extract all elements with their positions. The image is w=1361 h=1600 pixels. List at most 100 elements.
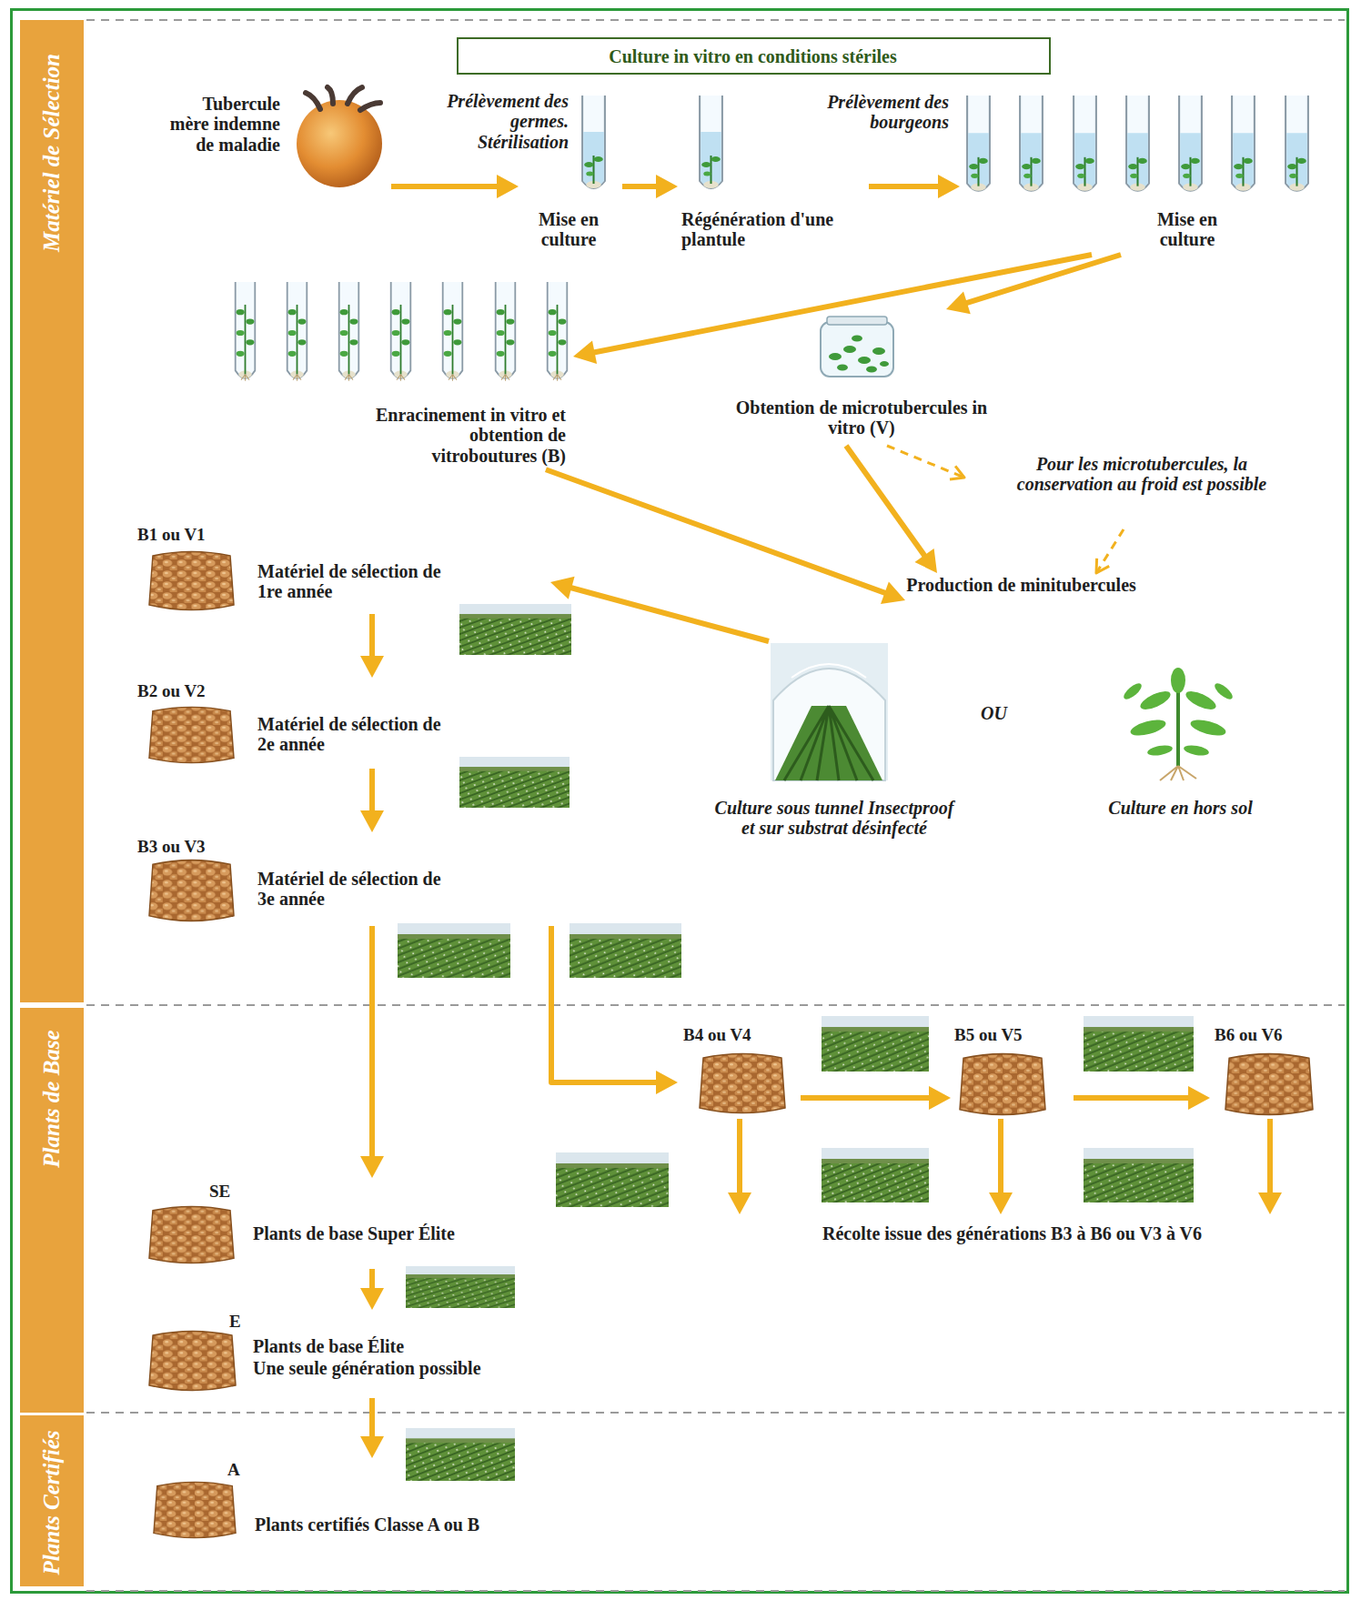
arrowhead <box>1258 1192 1282 1215</box>
dashed-arrow <box>887 445 965 480</box>
arrowhead <box>573 341 597 365</box>
seed-tuber-part <box>296 100 383 188</box>
arrowhead <box>949 465 965 480</box>
tunnel-greenhouse-part <box>775 705 883 781</box>
arrowhead <box>1096 558 1109 574</box>
node-label: Production de minitubercules <box>905 574 1138 595</box>
note-node: Pour les microtubercules, la conservatio… <box>964 452 1320 530</box>
connector-line <box>1267 1119 1273 1198</box>
soilless-plant-part <box>1121 667 1236 757</box>
potato-sack-part <box>959 1054 1046 1116</box>
connector-line <box>800 1095 934 1101</box>
section-divider-part <box>86 1004 1345 1007</box>
test-tube-part <box>967 95 990 192</box>
field-photo-part <box>405 1266 515 1309</box>
node-label: Obtention de microtubercules in vitro (V… <box>734 397 989 439</box>
node-label: Plants certifiés Classe A ou B <box>254 1514 637 1535</box>
rooting-tube-part <box>287 282 308 382</box>
generation-node: B3 ou V3Matériel de sélection de 3e anné… <box>136 832 565 927</box>
rooting-tube-part <box>495 282 516 382</box>
band-title: Plants Certifiés <box>39 1430 65 1575</box>
culture-jar-part-part <box>857 356 871 364</box>
node-label: Enracinement in vitro et obtention de vi… <box>370 404 566 466</box>
node-label: Plants de base Super Élite <box>252 1223 581 1244</box>
flow-arrow <box>1073 1086 1210 1110</box>
culture-jar-part <box>820 322 894 377</box>
flow-arrow <box>727 1119 752 1215</box>
stage-node: Tubercule mère indemne de maladie <box>127 90 392 192</box>
connector-line <box>962 254 1121 304</box>
stage-node: Culture en hors sol <box>1059 664 1305 824</box>
tunnel-greenhouse-part <box>773 668 886 781</box>
arrowhead <box>915 548 938 574</box>
rooting-tube <box>235 282 568 382</box>
stage-node: Production de minitubercules <box>905 573 1141 619</box>
arrowhead <box>360 1436 384 1459</box>
flow-arrow <box>1258 1119 1282 1215</box>
flow-arrow <box>550 576 769 642</box>
node-label: Mise en culture <box>1137 209 1238 251</box>
potato-sack-part <box>1225 1054 1313 1116</box>
flow-arrow <box>988 1119 1013 1215</box>
field-photo-part <box>405 1428 515 1482</box>
test-tube-part <box>1231 95 1255 192</box>
stage-node: Enracinement in vitro et obtention de vi… <box>227 277 574 470</box>
title-box: Culture in vitro en conditions stériles <box>456 37 1051 75</box>
soilless-plant-part-part <box>1146 744 1173 758</box>
rooting-tube-part <box>391 282 412 382</box>
edge-label: Prélèvement des bourgeons <box>794 91 949 133</box>
soilless-plant <box>1121 667 1236 781</box>
connector-line <box>369 1398 375 1442</box>
node-label: Récolte issue des générations B3 à B6 ou… <box>695 1223 1329 1244</box>
generation-node: EPlants de base ÉliteUne seule génératio… <box>136 1310 637 1399</box>
edge-label: Prélèvement des germes. Stérilisation <box>441 90 569 152</box>
arrowhead <box>655 1070 678 1095</box>
band-title: Plants de Base <box>39 1029 65 1168</box>
arrowhead <box>946 291 971 314</box>
generation-node: B2 ou V2Matériel de sélection de 2e anné… <box>136 677 551 769</box>
arrowhead <box>655 174 678 199</box>
or-label: OU <box>980 703 1027 724</box>
node-label: Mise en culture <box>518 209 619 251</box>
arrowhead <box>360 1156 384 1179</box>
soilless-plant-part-part <box>1121 680 1145 702</box>
flow-arrow <box>391 174 519 199</box>
generation-code: SE <box>209 1181 246 1201</box>
soilless-plant-part-part <box>1183 687 1220 714</box>
soilless-plant-part-part <box>1138 687 1174 714</box>
flow-arrow <box>622 174 678 199</box>
connector-line <box>590 254 1092 353</box>
node-label: Régénération d'une plantule <box>681 209 841 251</box>
node-label: Matériel de sélection de 3e année <box>257 868 460 910</box>
generation-node: SE Plants de base Super Élite <box>136 1178 592 1270</box>
band-title: Matériel de Sélection <box>39 53 65 253</box>
connector-line <box>391 183 502 190</box>
connector-line <box>868 183 943 190</box>
soilless-plant-part-part <box>1129 716 1168 739</box>
node-label: Culture en hors sol <box>1059 797 1301 818</box>
harvest-node: Récolte issue des générations B3 à B6 ou… <box>695 1214 1332 1256</box>
connector-line <box>887 445 965 478</box>
generation-code: E <box>229 1311 257 1331</box>
arrowhead <box>360 655 384 678</box>
tunnel-greenhouse <box>770 643 888 781</box>
generation-node: B4 ou V4 <box>677 1020 801 1120</box>
test-tube-part <box>582 95 605 189</box>
flow-arrow <box>360 614 384 678</box>
connector-line <box>369 768 375 816</box>
flow-arrow <box>551 926 678 1095</box>
arrowhead <box>496 174 519 199</box>
connector-line <box>369 926 375 1161</box>
flow-arrow <box>573 254 1092 364</box>
field-photo-part <box>397 923 511 978</box>
test-tube-part <box>1285 95 1309 192</box>
tunnel-greenhouse-part <box>791 664 867 678</box>
arrowhead <box>727 1192 752 1215</box>
field-photo-part <box>459 756 570 808</box>
connector-line <box>551 926 661 1083</box>
section-divider-part <box>86 1411 1345 1414</box>
connector-line <box>846 445 928 559</box>
flow-arrow <box>360 1269 384 1311</box>
arrowhead <box>928 1086 951 1110</box>
